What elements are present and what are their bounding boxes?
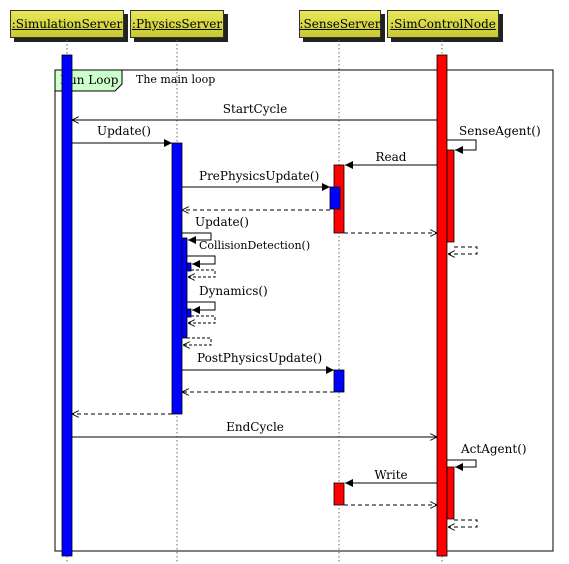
activation-act-agent <box>446 466 455 520</box>
activation-collision-detection <box>186 262 192 272</box>
return-collision-detection <box>188 269 216 277</box>
activation-physics-server <box>171 142 183 415</box>
return-update-inner <box>183 337 212 345</box>
message-label: Dynamics() <box>199 284 268 298</box>
return-dynamics <box>188 315 216 323</box>
message-update-inner <box>182 232 212 244</box>
return-act-agent <box>448 519 478 527</box>
actor-label: :SimControlNode <box>390 17 496 31</box>
actor-label: :SenseServer <box>299 17 381 31</box>
run-loop-frame: Run Loop The main loop <box>54 69 554 552</box>
activation-sense-agent <box>446 149 455 243</box>
activations <box>61 54 455 557</box>
actor-label: :SimulationServer <box>11 17 123 31</box>
message-label: CollisionDetection() <box>199 239 310 252</box>
message-label: StartCycle <box>223 102 287 116</box>
activation-update-inner <box>181 237 188 339</box>
frame-guard: The main loop <box>136 73 215 86</box>
message-label: PostPhysicsUpdate() <box>197 351 322 365</box>
message-sense-agent <box>447 139 477 154</box>
message-label: Update() <box>195 215 249 229</box>
actor-label: :PhysicsServer <box>131 17 223 31</box>
activation-post-physics <box>333 369 345 393</box>
message-label: ActAgent() <box>460 442 527 456</box>
message-label: PrePhysicsUpdate() <box>199 169 319 183</box>
actor-physics-server: :PhysicsServer <box>130 10 224 38</box>
return-sense-agent <box>448 246 478 254</box>
message-label: Read <box>376 150 407 164</box>
message-label: SenseAgent() <box>459 124 541 138</box>
activation-simulation-server <box>61 54 73 557</box>
message-collision-detection <box>187 255 216 268</box>
lifelines <box>66 40 443 564</box>
activation-sim-control-node <box>436 54 448 557</box>
activation-pre-physics <box>329 186 341 210</box>
frame-name: Run Loop <box>60 73 119 87</box>
message-label: Update() <box>97 124 151 138</box>
message-label: EndCycle <box>226 420 284 434</box>
actor-sim-control-node: :SimControlNode <box>387 10 499 38</box>
activation-dynamics <box>186 308 192 318</box>
activation-sense-write <box>333 482 345 506</box>
message-dynamics <box>187 301 216 314</box>
actor-sense-server: :SenseServer <box>299 10 381 38</box>
message-label: Write <box>374 468 407 482</box>
actor-simulation-server: :SimulationServer <box>10 10 124 38</box>
message-act-agent <box>447 459 477 471</box>
messages: StartCycle Update() SenseAgent() Read Pr… <box>72 102 541 527</box>
